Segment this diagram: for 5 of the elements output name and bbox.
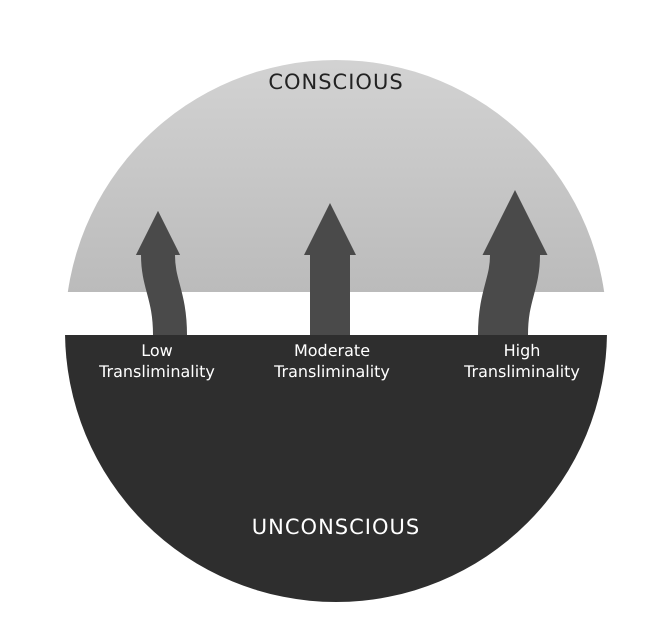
arrow [304, 203, 356, 335]
region-label: CONSCIOUS [267, 70, 405, 94]
arrow [136, 210, 187, 336]
region-label: UNCONSCIOUS [250, 515, 422, 539]
arrow [478, 190, 548, 336]
